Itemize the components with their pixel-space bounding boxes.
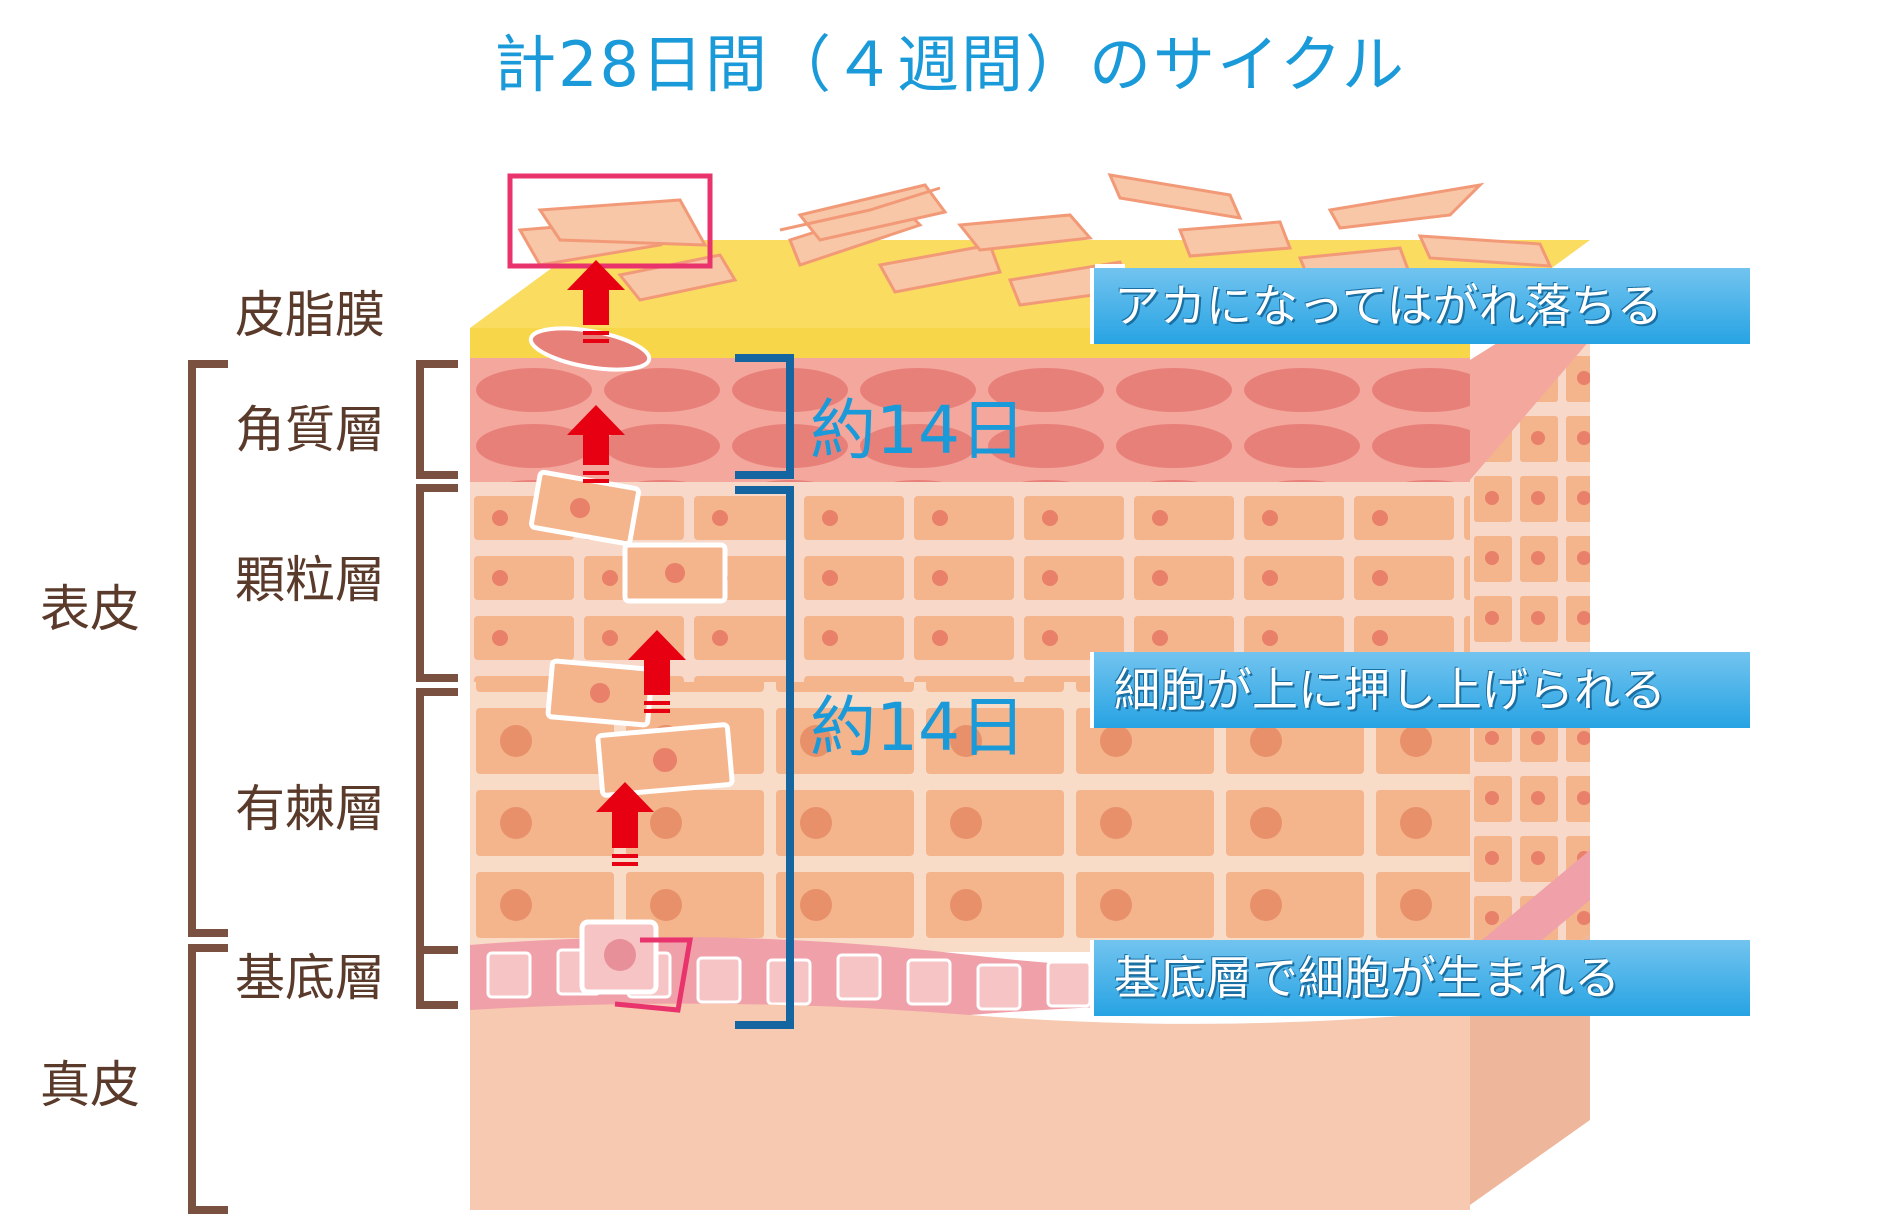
shedding-flakes [517, 173, 1553, 307]
arrow-up-icon [628, 630, 686, 695]
upward-arrows [567, 260, 686, 848]
duration-brackets [735, 354, 794, 1029]
dermis-layer [470, 1003, 1470, 1210]
arrow-up-icon [567, 405, 625, 465]
label-sebum: 皮脂膜 [235, 286, 385, 344]
arrow-up-icon [596, 782, 654, 848]
layer-brackets [188, 360, 458, 1214]
migrating-cell-nuclei [570, 498, 685, 772]
label-spinous: 有棘層 [235, 780, 385, 838]
new-basal-cell-nucleus [604, 939, 636, 971]
arrow-up-icon [567, 260, 625, 325]
duration-upper: 約14日 [810, 392, 1026, 469]
label-dermis: 真皮 [40, 1056, 140, 1114]
label-basal: 基底層 [235, 949, 385, 1007]
callout-shed: アカになってはがれ落ちる [1090, 268, 1750, 344]
label-epidermis: 表皮 [40, 580, 140, 638]
arrow-tail-stripes [583, 331, 670, 866]
callout-born: 基底層で細胞が生まれる [1090, 940, 1750, 1016]
diagram-title: 計28日間（４週間）のサイクル [494, 28, 1406, 101]
highlight-shed-box [507, 173, 713, 269]
callout-pushed: 細胞が上に押し上げられる [1090, 652, 1750, 728]
corneum-layer [470, 358, 1470, 482]
label-granular: 顆粒層 [235, 551, 385, 609]
duration-lower: 約14日 [810, 689, 1026, 766]
highlight-birth-box [614, 937, 693, 1013]
side-face-epidermis [1470, 285, 1590, 1010]
label-corneum: 角質層 [235, 401, 385, 459]
